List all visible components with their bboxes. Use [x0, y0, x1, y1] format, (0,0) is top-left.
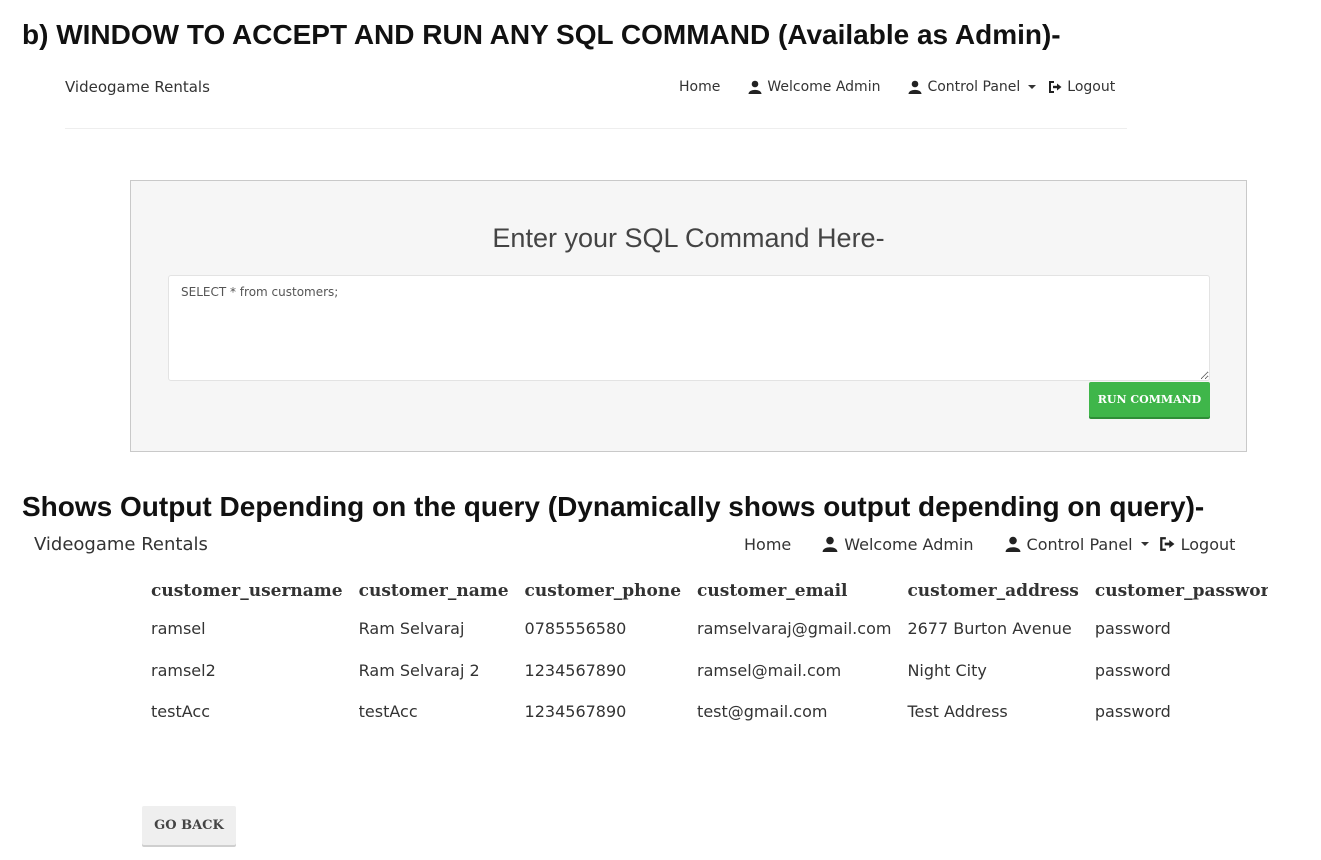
results-table-container: customer_username customer_name customer…	[143, 574, 1268, 733]
user-icon	[748, 80, 762, 94]
section-heading-window: b) WINDOW TO ACCEPT AND RUN ANY SQL COMM…	[22, 19, 1061, 50]
nav-home-label: Home	[744, 534, 792, 554]
logout-icon	[1159, 536, 1175, 552]
nav-home-link[interactable]: Home	[679, 79, 720, 95]
column-header: customer_name	[358, 581, 509, 601]
nav-welcome-link[interactable]: Welcome Admin	[822, 534, 974, 554]
sql-panel-title: Enter your SQL Command Here-	[492, 223, 885, 253]
nav-logout-label: Logout	[1067, 79, 1116, 95]
brand-link[interactable]: Videogame Rentals	[34, 533, 208, 555]
nav-control-panel-label: Control Panel	[1026, 534, 1133, 554]
table-cell: 1234567890	[524, 702, 627, 722]
table-cell: 1234567890	[524, 660, 627, 680]
table-cell: 2677 Burton Avenue	[907, 619, 1072, 639]
column-header: customer_phone	[524, 581, 682, 601]
sql-command-input[interactable]: SELECT * from customers;	[168, 275, 1210, 381]
table-cell: password	[1094, 660, 1171, 680]
table-cell: Ram Selvaraj	[358, 619, 465, 639]
table-cell: password	[1094, 702, 1171, 722]
table-cell: testAcc	[358, 702, 418, 722]
table-cell: Night City	[907, 660, 987, 680]
table-cell: testAcc	[151, 702, 210, 722]
column-header: customer_address	[907, 581, 1079, 601]
user-icon	[822, 536, 838, 552]
user-icon	[908, 80, 922, 94]
user-icon	[1005, 536, 1021, 552]
navbar-divider	[65, 128, 1127, 129]
table-cell: 0785556580	[524, 619, 627, 639]
nav-control-panel-dropdown[interactable]: Control Panel	[1005, 535, 1149, 554]
table-cell: ramselvaraj@gmail.com	[697, 619, 892, 639]
caret-down-icon	[1028, 85, 1037, 89]
column-header: customer_email	[697, 581, 848, 601]
table-header-row: customer_username customer_name customer…	[143, 574, 1268, 608]
nav-welcome-label: Welcome Admin	[767, 79, 881, 95]
nav-home-link[interactable]: Home	[744, 535, 791, 554]
nav-logout-link[interactable]: Logout	[1159, 534, 1236, 554]
table-row: ramsel Ram Selvaraj 0785556580 ramselvar…	[143, 608, 1268, 650]
nav-logout-link[interactable]: Logout	[1048, 79, 1115, 95]
table-cell: test@gmail.com	[697, 702, 828, 722]
nav-home-label: Home	[679, 79, 721, 95]
table-cell: Test Address	[907, 702, 1008, 722]
section-heading-output: Shows Output Depending on the query (Dyn…	[22, 491, 1205, 522]
results-table: customer_username customer_name customer…	[143, 574, 1268, 733]
column-header: customer_password	[1094, 581, 1268, 601]
nav-menu: Home Welcome Admin Control Panel Logout	[744, 532, 1235, 556]
table-row: testAcc testAcc 1234567890 test@gmail.co…	[143, 691, 1268, 733]
nav-welcome-label: Welcome Admin	[844, 534, 974, 554]
table-cell: ramsel	[151, 619, 206, 639]
table-cell: ramsel2	[151, 660, 216, 680]
go-back-button[interactable]: GO BACK	[142, 806, 236, 845]
caret-down-icon	[1140, 542, 1149, 546]
column-header: customer_username	[151, 581, 343, 601]
table-cell: Ram Selvaraj 2	[358, 660, 480, 680]
brand-link[interactable]: Videogame Rentals	[65, 78, 210, 96]
nav-logout-label: Logout	[1180, 534, 1236, 554]
nav-control-panel-label: Control Panel	[927, 79, 1021, 95]
run-command-button[interactable]: RUN COMMAND	[1089, 382, 1210, 417]
logout-icon	[1048, 80, 1062, 94]
nav-control-panel-dropdown[interactable]: Control Panel	[908, 79, 1037, 95]
table-row: ramsel2 Ram Selvaraj 2 1234567890 ramsel…	[143, 650, 1268, 692]
navbar-results: Videogame Rentals Home Welcome Admin Con…	[34, 532, 1248, 556]
nav-menu: Home Welcome Admin Control Panel Logout	[679, 76, 1115, 98]
table-cell: ramsel@mail.com	[697, 660, 842, 680]
navbar-top: Videogame Rentals Home Welcome Admin Con…	[65, 76, 1127, 98]
table-cell: password	[1094, 619, 1171, 639]
nav-welcome-link[interactable]: Welcome Admin	[748, 79, 880, 95]
